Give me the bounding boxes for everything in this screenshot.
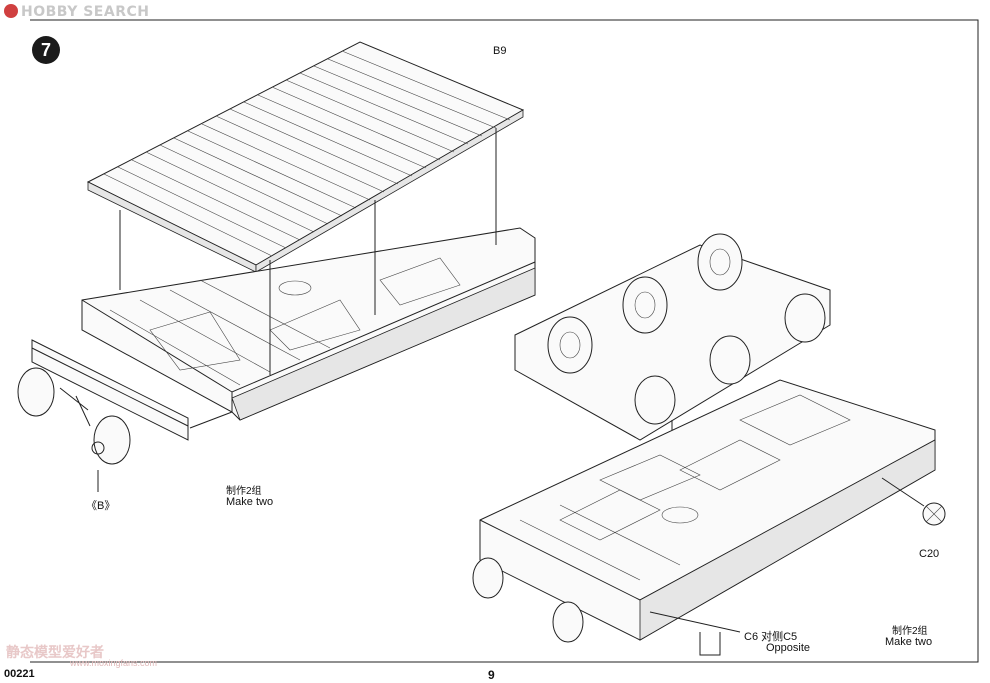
part-number: 00221 [4, 668, 35, 680]
label-c6: C6 对侧C5 [744, 631, 798, 643]
label-make-two-cn-1: 制作2组 [226, 486, 262, 497]
label-b-reference: 《B》 [86, 500, 116, 512]
label-make-two-2: Make two [885, 636, 933, 648]
deck-plate-b9 [86, 41, 525, 273]
label-c20: C20 [919, 548, 940, 560]
buffer-beam [17, 339, 233, 492]
hobby-search-logo: HOBBY SEARCH [4, 4, 149, 20]
step-number-badge: 7 [32, 36, 60, 64]
label-opposite: Opposite [766, 642, 811, 654]
label-make-two-cn-2: 制作2组 [892, 626, 928, 637]
left-frame-chassis [81, 128, 536, 421]
watermark-text: 静态模型爱好者 [6, 644, 104, 660]
page-number: 9 [488, 668, 495, 682]
label-b9: B9 [493, 45, 507, 57]
watermark-url: www.moxingfans.com [70, 658, 158, 668]
label-make-two-1: Make two [226, 496, 274, 508]
logo-mark-icon [4, 4, 18, 18]
right-frame-chassis [472, 379, 946, 656]
bogie-assembly [514, 233, 831, 508]
